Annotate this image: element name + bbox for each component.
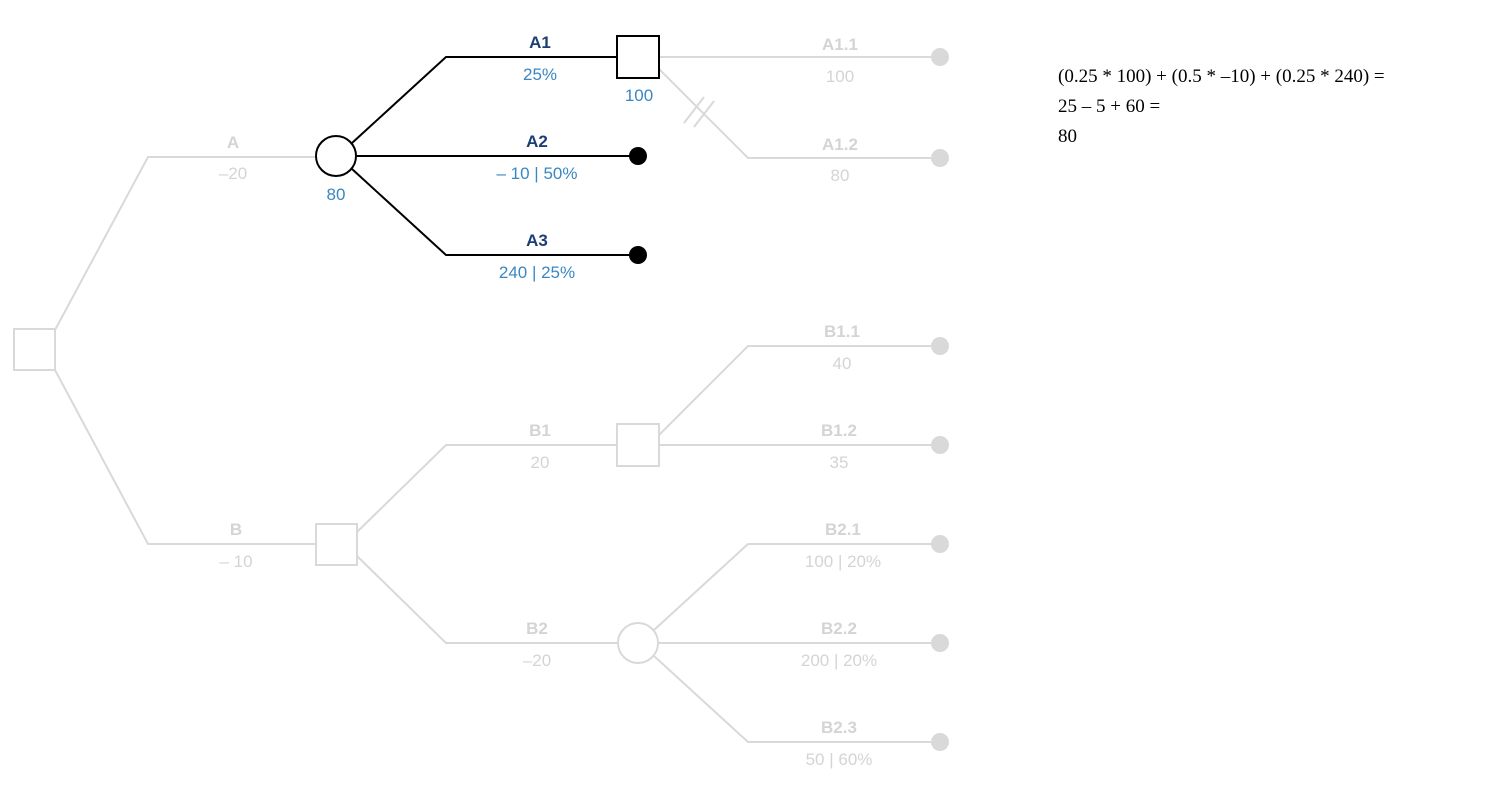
branch-B2.1-name: B2.1	[825, 520, 861, 539]
prune-mark-2	[693, 100, 715, 128]
branch-A-value: –20	[219, 164, 247, 183]
highlighted-edges	[351, 56, 638, 256]
branch-B2-value: –20	[523, 651, 551, 670]
decision-tree: 80 100 A1 25% A2 – 10 | 50% A3 240 | 25%…	[13, 33, 949, 769]
formula-line-1: (0.25 * 100) + (0.5 * –10) + (0.25 * 240…	[1058, 66, 1385, 87]
prune-mark-1	[683, 96, 705, 124]
edge-B2-B2.1	[653, 543, 940, 631]
branch-B1-name: B1	[529, 421, 551, 440]
decision-node-B	[315, 523, 358, 566]
branch-B2.3-value: 50 | 60%	[806, 750, 873, 769]
end-node-A2	[629, 147, 647, 165]
expected-value-formula: (0.25 * 100) + (0.5 * –10) + (0.25 * 240…	[1058, 62, 1385, 152]
root-decision-node	[13, 328, 56, 371]
end-node-A3	[629, 246, 647, 264]
dimmed-edges	[54, 56, 940, 743]
branch-A-name: A	[227, 133, 239, 152]
formula-result: 80	[1058, 126, 1077, 147]
end-node-B2.3	[931, 733, 949, 751]
branch-B-name: B	[230, 520, 242, 539]
edge-root-B	[54, 369, 316, 545]
end-node-B2.2	[931, 634, 949, 652]
edge-B-B1	[356, 444, 617, 533]
branch-B2.2-name: B2.2	[821, 619, 857, 638]
edge-A1-A1.2	[658, 68, 940, 159]
end-node-B2.1	[931, 535, 949, 553]
formula-line-2: 25 – 5 + 60 =	[1058, 96, 1161, 117]
edge-B1-B1.1	[658, 345, 940, 436]
branch-B1.1-value: 40	[833, 354, 852, 373]
branch-B2.3-name: B2.3	[821, 718, 857, 737]
branch-A1.1-name: A1.1	[822, 35, 858, 54]
branch-B2.2-value: 200 | 20%	[801, 651, 877, 670]
branch-B1-value: 20	[531, 453, 550, 472]
branch-A3-name: A3	[526, 231, 548, 250]
branch-A2-name: A2	[526, 132, 548, 151]
end-node-B1.1	[931, 337, 949, 355]
branch-B1.2-value: 35	[830, 453, 849, 472]
edge-root-A	[54, 156, 315, 331]
branch-B1.1-name: B1.1	[824, 322, 860, 341]
branch-A1.1-value: 100	[826, 67, 854, 86]
branch-A1.2-value: 80	[831, 166, 850, 185]
branch-B2.1-value: 100 | 20%	[805, 552, 881, 571]
branch-A2-value: – 10 | 50%	[497, 164, 578, 183]
decision-node-A1	[616, 35, 660, 79]
branch-A1-name: A1	[529, 33, 551, 52]
edge-A-A3	[351, 168, 638, 256]
edge-B2-B2.3	[653, 655, 940, 743]
chance-node-A-value: 80	[327, 185, 346, 204]
branch-A3-value: 240 | 25%	[499, 263, 575, 282]
edge-B-B2	[356, 555, 617, 644]
branch-B-value: – 10	[219, 552, 252, 571]
decision-node-A1-value: 100	[625, 86, 653, 105]
end-node-A1.2	[931, 149, 949, 167]
edge-A-A1	[351, 56, 617, 144]
branch-A1.2-name: A1.2	[822, 135, 858, 154]
branch-B2-name: B2	[526, 619, 548, 638]
branch-B1.2-name: B1.2	[821, 421, 857, 440]
end-node-B1.2	[931, 436, 949, 454]
end-node-A1.1	[931, 48, 949, 66]
chance-node-B2	[617, 622, 659, 664]
chance-node-A	[315, 135, 357, 177]
branch-A1-value: 25%	[523, 65, 557, 84]
decision-node-B1	[616, 423, 660, 467]
